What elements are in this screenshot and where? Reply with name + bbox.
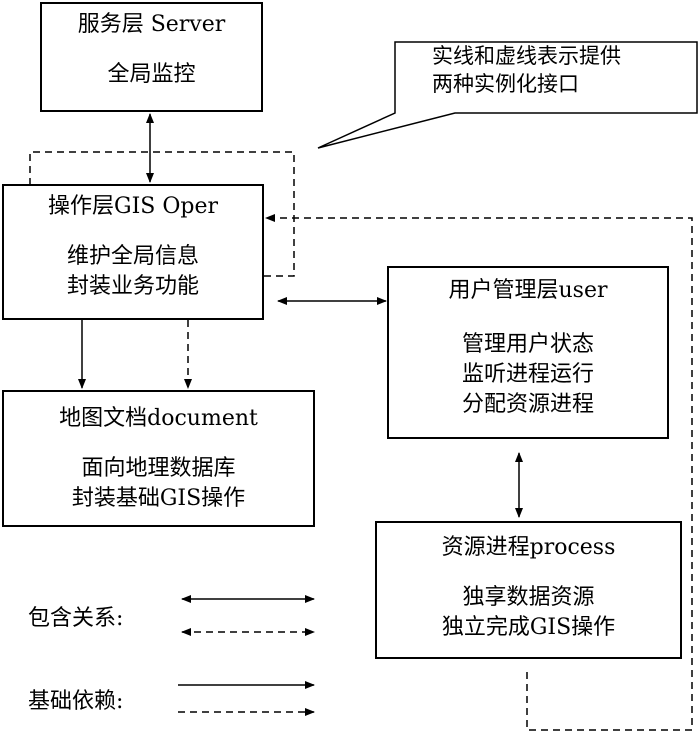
process-desc-1: 独享数据资源 — [462, 585, 595, 610]
user-desc-2: 监听进程运行 — [461, 362, 594, 387]
callout-line-1: 实线和虚线表示提供 — [432, 44, 621, 68]
document-desc-1: 面向地理数据库 — [81, 456, 236, 481]
user-title: 用户管理层user — [448, 278, 608, 303]
user-desc-1: 管理用户状态 — [461, 332, 594, 357]
oper-box: 操作层GIS Oper 维护全局信息 封装业务功能 — [2, 184, 264, 320]
legend-depend-label: 基础依赖: — [28, 689, 124, 714]
process-desc-2: 独立完成GIS操作 — [441, 615, 616, 640]
server-desc: 全局监控 — [107, 62, 196, 87]
oper-desc-1: 维护全局信息 — [66, 244, 199, 269]
process-oper-dashed-link — [265, 214, 693, 731]
user-box: 用户管理层user 管理用户状态 监听进程运行 分配资源进程 — [387, 266, 669, 439]
document-desc-2: 封装基础GIS操作 — [71, 486, 246, 511]
oper-desc-2: 封装业务功能 — [66, 274, 199, 299]
oper-title: 操作层GIS Oper — [48, 194, 218, 219]
callout-line-2: 两种实例化接口 — [432, 72, 579, 96]
callout-note: 实线和虚线表示提供 两种实例化接口 — [432, 42, 692, 98]
server-title: 服务层 Server — [77, 12, 226, 37]
process-box: 资源进程process 独享数据资源 独立完成GIS操作 — [375, 521, 682, 659]
server-box: 服务层 Server 全局监控 — [40, 2, 263, 112]
legend-contain-label: 包含关系: — [28, 606, 124, 631]
document-box: 地图文档document 面向地理数据库 封装基础GIS操作 — [2, 390, 315, 527]
process-title: 资源进程process — [441, 535, 616, 560]
callout-bubble — [317, 41, 698, 149]
user-desc-3: 分配资源进程 — [461, 392, 594, 417]
document-title: 地图文档document — [59, 406, 258, 431]
